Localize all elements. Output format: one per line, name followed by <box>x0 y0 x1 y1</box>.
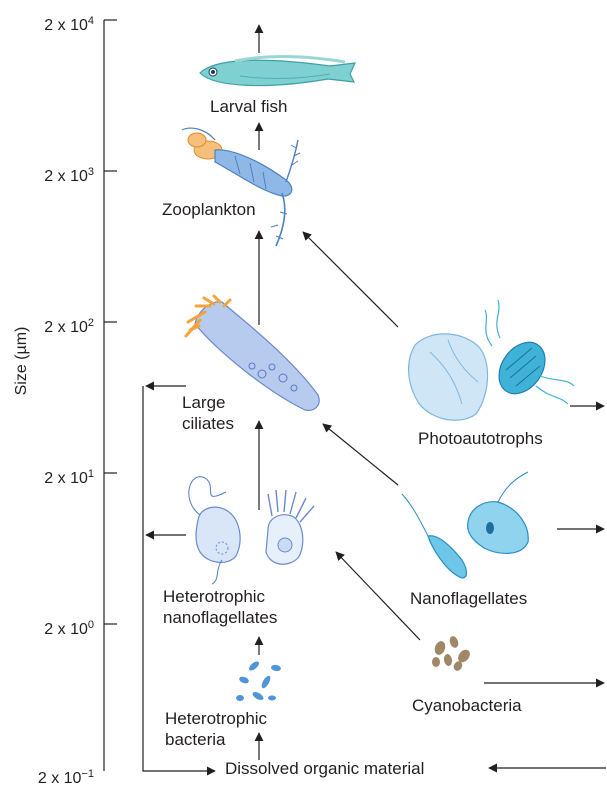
y-axis <box>104 20 117 771</box>
cyanobacteria-icon <box>432 635 472 672</box>
label-cyanobacteria: Cyanobacteria <box>412 695 522 716</box>
arrow-nano-to-ciliates <box>323 424 398 485</box>
photoautotrophs-icon <box>409 300 574 420</box>
heterotrophic-bacteria-icon <box>236 660 281 702</box>
label-large-ciliates-line2: ciliates <box>182 413 234 434</box>
label-photoautotrophs: Photoautotrophs <box>418 428 543 449</box>
label-dissolved-organic-material: Dissolved organic material <box>225 758 424 779</box>
label-zooplankton: Zooplankton <box>162 199 256 220</box>
label-het-bacteria-line1: Heterotrophic <box>165 708 267 729</box>
nanoflagellates-icon <box>402 472 528 578</box>
label-large-ciliates-line1: Large <box>182 392 225 413</box>
zooplankton-icon <box>182 128 300 246</box>
label-het-nanoflagellates-line2: nanoflagellates <box>163 607 277 628</box>
arrow-cyano-to-hnf <box>336 552 420 640</box>
label-larval-fish: Larval fish <box>210 96 287 117</box>
larval-fish-icon <box>200 57 355 86</box>
label-nanoflagellates: Nanoflagellates <box>410 588 527 609</box>
label-het-nanoflagellates-line1: Heterotrophic <box>163 586 265 607</box>
label-het-bacteria-line2: bacteria <box>165 729 225 750</box>
arrow-photo-to-zoo <box>303 232 398 327</box>
heterotrophic-nanoflagellates-icon <box>189 477 314 584</box>
